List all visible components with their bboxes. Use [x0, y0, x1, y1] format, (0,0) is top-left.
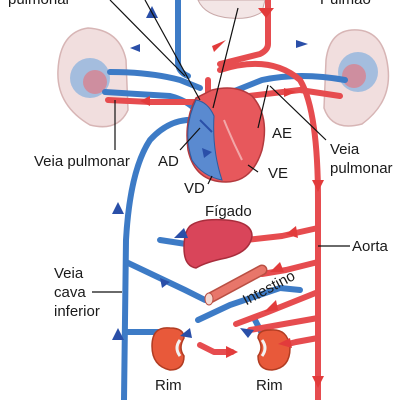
flow-arrows: [112, 6, 324, 388]
arrow-blue: [160, 278, 170, 288]
label-pulmonary-vein-left: Veia pulmonar: [34, 153, 130, 170]
label-left-atrium: AE: [272, 125, 293, 142]
label-lung: Pulmão: [320, 0, 371, 8]
left-kidney: [151, 327, 185, 371]
arrow-red: [286, 226, 298, 238]
arrow-blue: [112, 202, 124, 214]
intestine: [204, 264, 268, 306]
label-text: Veia: [330, 141, 360, 158]
left-lung: [57, 27, 129, 128]
label-inferior-vena-cava: Veia cava inferior: [54, 264, 100, 321]
arrow-red: [284, 88, 296, 97]
liver: [183, 218, 253, 269]
label-right-kidney: Rim: [256, 377, 283, 394]
arrow-blue: [180, 328, 192, 338]
label-pulmonary-vein-right: Veia pulmonar: [330, 140, 393, 178]
label-right-atrium: AD: [158, 153, 179, 170]
arrow-red: [312, 180, 324, 192]
heart: [186, 87, 266, 183]
label-left-kidney: Rim: [155, 377, 182, 394]
arrow-blue: [240, 328, 254, 338]
label-text: cava: [54, 284, 86, 301]
label-text: Veia: [54, 265, 84, 282]
right-kidney: [257, 329, 291, 371]
arrow-red: [226, 346, 238, 358]
arrow-blue: [202, 148, 212, 158]
arteries: [105, 0, 343, 400]
right-lung: [323, 29, 390, 127]
arrow-blue: [296, 40, 308, 48]
arrow-blue: [112, 328, 124, 340]
label-pulmonary-artery: pulmonar: [8, 0, 71, 8]
arrow-red: [270, 262, 284, 272]
label-liver: Fígado: [205, 203, 252, 220]
arrow-red: [278, 338, 292, 348]
label-text: inferior: [54, 303, 100, 320]
label-text: pulmonar: [330, 160, 393, 177]
arrow-red: [140, 96, 150, 106]
arrow-red: [212, 40, 226, 52]
label-aorta: Aorta: [352, 238, 388, 255]
arrow-blue: [174, 228, 188, 238]
leader-lines: [92, 0, 350, 293]
arrow-red: [312, 376, 324, 388]
label-left-ventricle: VE: [268, 165, 289, 182]
head-organ: [197, 0, 266, 19]
arrow-red: [264, 300, 278, 312]
label-right-ventricle: VD: [184, 180, 205, 197]
arrow-red: [258, 8, 274, 18]
arrow-blue: [130, 44, 140, 52]
